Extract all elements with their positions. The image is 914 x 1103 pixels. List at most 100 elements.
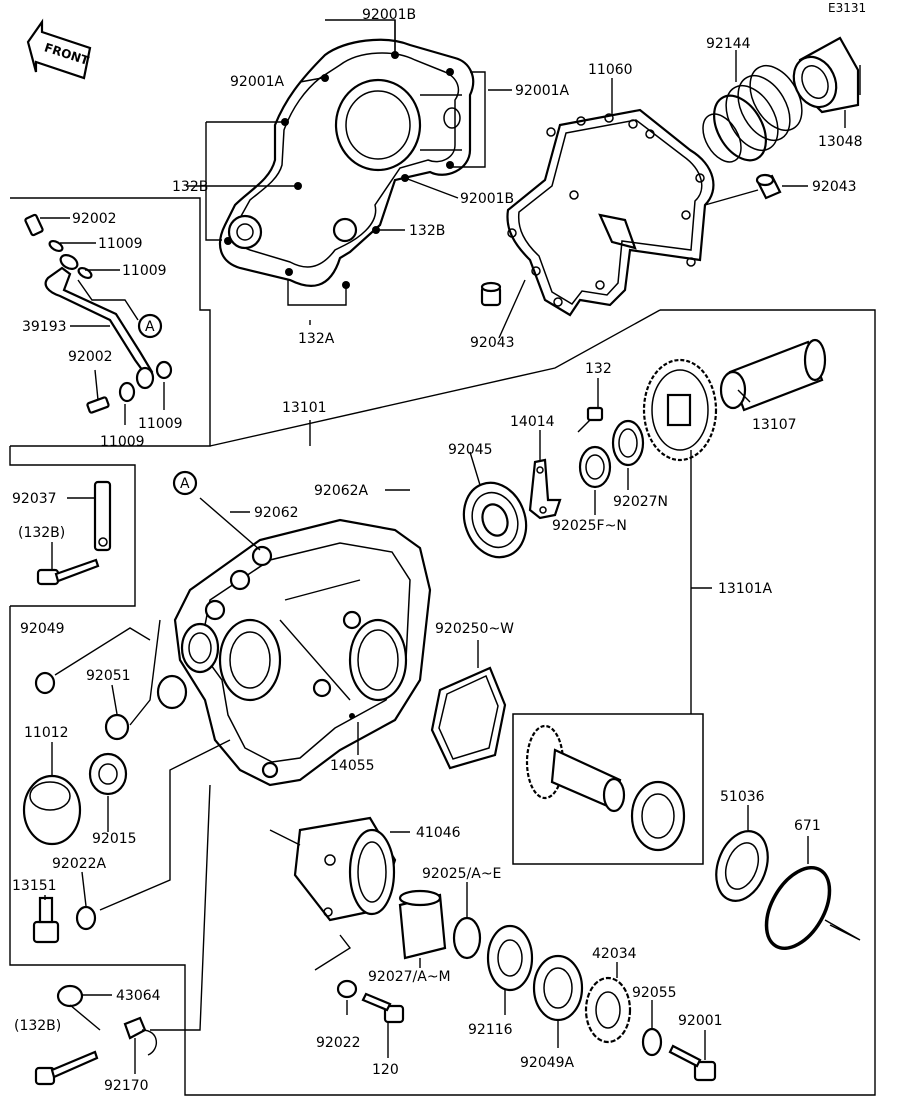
cap-part: [22, 774, 82, 846]
label-92043-right: 92043: [812, 179, 857, 195]
label-43064: 43064: [116, 988, 161, 1004]
label-13151: 13151: [12, 878, 57, 894]
nut-part: [88, 752, 128, 796]
label-92022a: 92022A: [52, 856, 107, 872]
ball-bearing-part: [462, 481, 528, 559]
label-132: 132: [585, 361, 612, 377]
label-11009-b: 11009: [122, 263, 167, 279]
label-92022: 92022: [316, 1035, 361, 1051]
clamp-part: [123, 1016, 157, 1056]
label-92015: 92015: [92, 831, 137, 847]
label-92001a-left: 92001A: [230, 74, 285, 90]
label-14055: 14055: [330, 758, 375, 774]
sensor-part: [32, 896, 97, 944]
label-92051: 92051: [86, 668, 131, 684]
label-92001b-lower: 92001B: [460, 191, 514, 207]
seal-51036-part: [715, 830, 769, 902]
dowel-pin-right-part: [755, 173, 782, 200]
part-labels: 92001B 92001A 92001A 11060 92144 13048 1…: [12, 7, 863, 1094]
label-92062: 92062: [254, 505, 299, 521]
label-92170: 92170: [104, 1078, 149, 1094]
hub-housing-part: [293, 816, 397, 922]
pinion-assembly-part: [512, 713, 704, 865]
label-132b-paren-2: (132B): [14, 1018, 61, 1034]
label-920250-w: 920250~W: [435, 621, 514, 637]
collar-part: [611, 419, 645, 467]
label-92025f-n: 92025F~N: [552, 518, 627, 534]
label-92002-mid: 92002: [68, 349, 113, 365]
label-51036: 51036: [720, 789, 765, 805]
bolt-lower-part: [34, 1050, 99, 1086]
label-132b-left: 132B: [172, 179, 208, 195]
bearing-92116-part: [486, 924, 534, 992]
label-11009-c: 11009: [138, 416, 183, 432]
front-arrow-icon: FRONT: [26, 18, 91, 80]
dowel-pin-left-part: [480, 281, 502, 307]
label-92001a-right: 92001A: [515, 83, 570, 99]
splined-shaft-part: [719, 338, 827, 412]
callout-a-upper: A: [137, 313, 163, 339]
label-92025-a-e: 92025/A~E: [422, 866, 501, 882]
oil-seal-92049-part: [34, 671, 56, 695]
label-11012: 11012: [24, 725, 69, 741]
label-120: 120: [372, 1062, 399, 1078]
label-132b-right: 132B: [409, 223, 445, 239]
label-132b-paren-1: (132B): [18, 525, 65, 541]
label-13101: 13101: [282, 400, 327, 416]
cover-gasket-part: [430, 666, 507, 770]
sleeve-part: [398, 889, 447, 960]
label-92045: 92045: [448, 442, 493, 458]
coupling-gear-part: [584, 976, 632, 1044]
oil-seal-92051-part: [104, 713, 130, 741]
bolt-132-part: [577, 406, 604, 433]
rear-cover-part: [218, 38, 475, 289]
leader-lines: [40, 20, 861, 1074]
label-92037: 92037: [12, 491, 57, 507]
label-92049: 92049: [20, 621, 65, 637]
label-11060: 11060: [588, 62, 633, 78]
label-92027n: 92027N: [613, 494, 668, 510]
label-671: 671: [794, 818, 821, 834]
bracket-strap-part: [36, 480, 112, 586]
label-14014: 14014: [510, 414, 555, 430]
callout-a-lower: A: [172, 470, 198, 496]
label-92116: 92116: [468, 1022, 513, 1038]
retainer-plate-part: [528, 458, 562, 520]
label-41046: 41046: [416, 825, 461, 841]
label-13107: 13107: [752, 417, 797, 433]
label-92043-left: 92043: [470, 335, 515, 351]
label-92027-a-m: 92027/A~M: [368, 969, 451, 985]
bolt-120-part: [361, 992, 405, 1024]
o-ring-671-part: [764, 865, 832, 951]
label-92062a: 92062A: [314, 483, 369, 499]
label-92049a: 92049A: [520, 1055, 575, 1071]
gasket-part: [506, 108, 715, 317]
label-92002-top: 92002: [72, 211, 117, 227]
o-ring-92055-part: [641, 1027, 663, 1057]
label-92144: 92144: [706, 36, 751, 52]
label-11009-d: 11009: [100, 434, 145, 450]
bolt-92001-part: [668, 1044, 717, 1082]
cap-43064-part: [56, 984, 84, 1008]
callout-a-lower-label: A: [180, 476, 190, 492]
shim-part: [578, 445, 612, 489]
seal-92049a-part: [532, 954, 584, 1022]
label-11009-a: 11009: [98, 236, 143, 252]
spring-part: [702, 65, 803, 163]
label-42034: 42034: [592, 946, 637, 962]
label-92055: 92055: [632, 985, 677, 1001]
label-92001b-top: 92001B: [362, 7, 416, 23]
label-132a: 132A: [298, 331, 335, 347]
label-39193: 39193: [22, 319, 67, 335]
final-gear-case-part: [173, 518, 432, 787]
washer-92022-part: [336, 979, 358, 999]
callout-a-upper-label: A: [145, 319, 155, 335]
label-13048: 13048: [818, 134, 863, 150]
ring-gear-part: [642, 358, 718, 462]
coupling-part: [792, 36, 861, 114]
shim-lower-part: [452, 916, 482, 960]
label-92001: 92001: [678, 1013, 723, 1029]
label-13101a: 13101A: [718, 581, 773, 597]
diagram-id: E3131: [828, 1, 866, 15]
